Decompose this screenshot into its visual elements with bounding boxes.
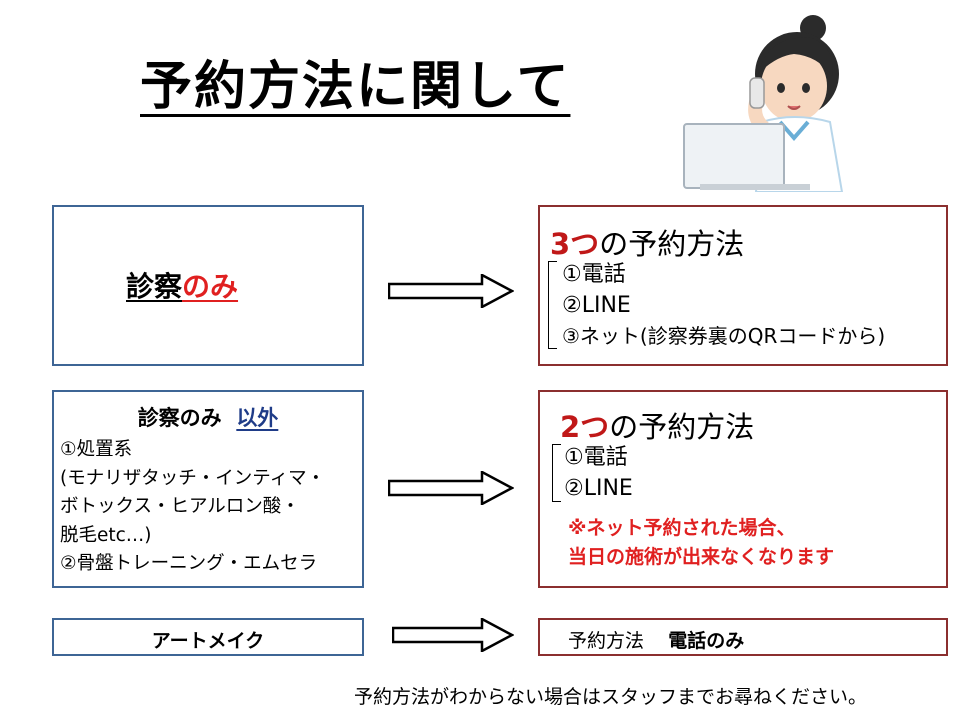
- note-line: 当日の施術が出来なくなります: [568, 546, 835, 568]
- consultation-only-box: 診察のみ: [52, 205, 364, 366]
- treatment-line: ①処置系: [60, 439, 133, 460]
- method-count: 3つ: [550, 227, 600, 261]
- three-methods-box: 3つの予約方法 ①電話 ②LINE ③ネット(診察券裏のQRコードから): [538, 205, 948, 366]
- arrow-right-icon: [388, 274, 514, 308]
- note-line: ※ネット予約された場合、: [568, 517, 796, 539]
- phone-only-value: 電話のみ: [668, 630, 745, 652]
- phone-only-box: 予約方法 電話のみ: [538, 618, 948, 656]
- net-warning-note: ※ネット予約された場合、 当日の施術が出来なくなります: [568, 514, 834, 572]
- arrow-right-icon: [388, 471, 514, 505]
- two-methods-box: 2つの予約方法 ①電話 ②LINE ※ネット予約された場合、 当日の施術が出来な…: [538, 390, 948, 588]
- other-treatments-box: 診察のみ 以外 ①処置系 (モナリザタッチ・インティマ・ ボトックス・ヒアルロン…: [52, 390, 364, 588]
- method-heading-text: の予約方法: [609, 410, 755, 444]
- treatment-list: ①処置系 (モナリザタッチ・インティマ・ ボトックス・ヒアルロン酸・ 脱毛etc…: [60, 436, 325, 579]
- method-heading-text: の予約方法: [599, 227, 745, 261]
- consultation-prefix: 診察: [126, 270, 183, 303]
- receptionist-illustration: [683, 15, 844, 192]
- method-phone: ①電話: [562, 262, 626, 287]
- phone-only-line: 予約方法 電話のみ: [568, 626, 744, 653]
- treatment-line: 脱毛etc…): [60, 524, 152, 546]
- other-treatments-heading: 診察のみ 以外: [54, 402, 362, 432]
- treatment-line: (モナリザタッチ・インティマ・: [60, 467, 326, 489]
- method-phone: ①電話: [564, 445, 628, 470]
- reservation-method-label: 予約方法: [568, 630, 645, 652]
- arrow-right-icon: [392, 618, 514, 652]
- art-make-box: アートメイク: [52, 618, 364, 656]
- two-methods-heading: 2つの予約方法: [560, 404, 754, 446]
- method-list: ①電話 ②LINE ③ネット(診察券裏のQRコードから): [562, 259, 885, 352]
- method-count: 2つ: [560, 410, 610, 444]
- treatment-line: ②骨盤トレーニング・エムセラ: [60, 553, 318, 574]
- page-title: 予約方法に関して: [140, 57, 571, 117]
- treatment-line: ボトックス・ヒアルロン酸・: [60, 496, 300, 517]
- except-highlight: 以外: [236, 406, 279, 430]
- only-highlight: のみ: [182, 270, 239, 303]
- other-prefix: 診察のみ: [137, 406, 222, 430]
- consultation-only-label: 診察のみ: [126, 265, 238, 305]
- method-net: ③ネット(診察券裏のQRコードから): [562, 324, 886, 348]
- three-methods-heading: 3つの予約方法: [550, 221, 744, 263]
- footer-note: 予約方法がわからない場合はスタッフまでお尋ねください。: [354, 686, 868, 708]
- bracket-line: [552, 444, 561, 502]
- art-make-label: アートメイク: [151, 630, 265, 652]
- method-list: ①電話 ②LINE: [564, 442, 633, 504]
- method-line: ②LINE: [564, 476, 633, 501]
- bracket-line: [548, 261, 557, 349]
- method-line: ②LINE: [562, 293, 631, 318]
